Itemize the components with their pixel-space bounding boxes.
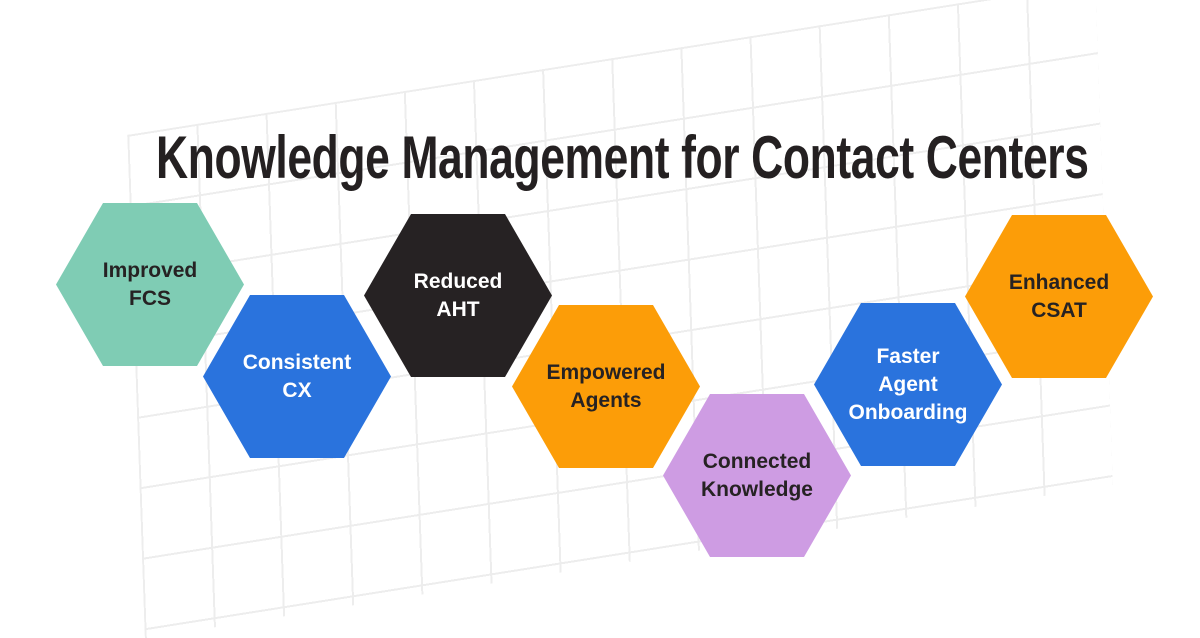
hexagon-enhanced-csat: Enhanced CSAT	[965, 215, 1153, 378]
hexagon-label: Faster Agent Onboarding	[848, 344, 968, 424]
hexagon-improved-fcs: Improved FCS	[56, 203, 244, 366]
hexagon-consistent-cx: Consistent CX	[203, 295, 391, 458]
hexagon-reduced-aht: Reduced AHT	[364, 214, 552, 377]
hexagon-label: Enhanced CSAT	[1008, 270, 1110, 322]
hexagon-label: Reduced AHT	[413, 269, 503, 321]
page-title: Knowledge Management for Contact Centers	[156, 124, 1089, 192]
hexagon-label: Connected Knowledge	[700, 449, 813, 501]
hexagon-label: Empowered Agents	[546, 360, 666, 412]
hexagon-label: Consistent CX	[242, 350, 352, 402]
hexagon-connected-knowledge: Connected Knowledge	[663, 394, 851, 557]
hexagon-label: Improved FCS	[102, 258, 198, 310]
hexagon-faster-agent-onboarding: Faster Agent Onboarding	[814, 303, 1002, 466]
hexagon-empowered-agents: Empowered Agents	[512, 305, 700, 468]
